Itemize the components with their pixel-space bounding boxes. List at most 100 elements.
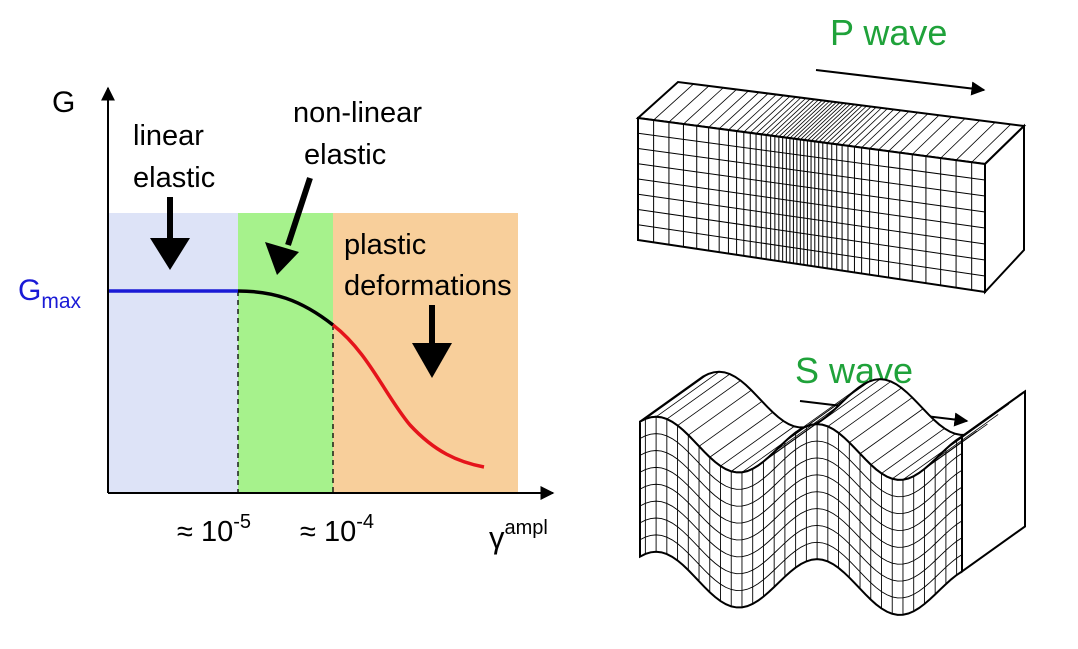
p-grid-horizontal — [637, 193, 986, 245]
linear-label-line-2: elastic — [133, 162, 215, 194]
s-grid-horizontal — [639, 466, 963, 531]
s-grid-top — [655, 371, 720, 418]
s-grid-top — [731, 426, 795, 472]
p-grid-top — [796, 101, 837, 140]
p-grid-horizontal — [637, 148, 986, 197]
p-grid-top — [911, 116, 952, 155]
p-grid-top — [770, 98, 811, 136]
s-grid-top — [666, 373, 731, 420]
tick-1e-4-base: ≈ 10 — [300, 516, 356, 548]
nonlinear-elastic-label: non-linear elastic — [293, 97, 430, 171]
p-grid-top — [807, 103, 848, 141]
p-grid-top — [841, 107, 882, 146]
p-grid-top — [822, 105, 863, 143]
p-grid-top — [683, 87, 724, 125]
s-grid-top — [881, 428, 945, 474]
p-wave-grid — [637, 83, 1011, 291]
p-grid-horizontal — [637, 209, 986, 261]
y-axis-label: G — [52, 86, 75, 119]
p-grid-top — [814, 104, 855, 142]
linear-label-line-1: linear — [133, 120, 204, 152]
p-grid-top — [774, 99, 815, 137]
s-grid-top — [892, 433, 956, 480]
nonlinear-pointer-arrow — [265, 177, 313, 275]
p-grid-top — [925, 118, 966, 157]
p-grid-top — [869, 111, 910, 149]
plastic-deformations-label: plastic deformations — [344, 229, 512, 302]
p-grid-top — [940, 120, 981, 159]
s-grid-top — [849, 397, 913, 443]
p-grid-top — [778, 99, 819, 137]
gmax-sub: max — [41, 290, 81, 313]
s-grid-horizontal — [639, 534, 963, 599]
s-grid-horizontal — [639, 483, 963, 548]
linear-pointer-arrow — [150, 197, 190, 270]
p-grid-top — [831, 106, 872, 144]
p-grid-top — [765, 97, 807, 136]
p-grid-top — [878, 112, 919, 151]
p-grid-top — [696, 89, 737, 127]
p-grid-top — [718, 91, 760, 130]
plastic-label-line-2: deformations — [344, 270, 512, 302]
p-grid-top — [955, 122, 996, 161]
p-grid-top — [755, 96, 796, 134]
modulus-graph: G Gmax linear elastic non-linear elastic… — [18, 86, 555, 555]
gmax-label: Gmax — [18, 274, 82, 313]
p-grid-top — [899, 114, 940, 153]
s-grid-top — [698, 401, 763, 447]
p-grid-top — [847, 108, 888, 147]
p-grid-top — [836, 106, 877, 145]
p-grid-top — [789, 100, 830, 139]
s-wave-end-face — [961, 389, 1026, 574]
s-grid-horizontal — [639, 517, 963, 582]
x-axis-label-sup: ampl — [505, 517, 548, 539]
gmax-main: G — [18, 274, 41, 307]
p-grid-top — [800, 102, 841, 140]
s-grid-horizontal — [639, 500, 963, 565]
s-grid-top — [956, 394, 1020, 441]
p-grid-top — [861, 110, 902, 148]
linear-elastic-label: linear elastic — [133, 120, 215, 194]
p-grid-top — [708, 90, 749, 128]
tick-1e-4-exp: -4 — [356, 511, 374, 533]
tick-label-1e-5: ≈ 10-5 — [177, 511, 251, 548]
nonlinear-curve — [237, 289, 335, 327]
s-grid-top — [806, 381, 870, 427]
p-wave-title: P wave — [830, 12, 947, 53]
p-grid-top — [736, 94, 777, 132]
p-grid-horizontal — [637, 178, 986, 229]
s-grid-top — [709, 411, 773, 458]
p-wave-direction-arrow — [815, 69, 986, 96]
s-grid-top — [827, 381, 892, 427]
p-grid-top — [826, 105, 867, 144]
s-grid-horizontal — [639, 450, 963, 515]
p-grid-top — [854, 109, 895, 147]
x-axis-label-main: γ — [489, 520, 505, 555]
plastic-pointer-arrow — [412, 305, 452, 378]
p-grid-horizontal — [637, 224, 986, 277]
s-grid-top — [870, 419, 934, 465]
p-grid-top — [743, 95, 784, 133]
p-grid-top — [668, 85, 710, 123]
s-grid-top — [838, 387, 902, 434]
p-grid-top — [786, 100, 827, 138]
p-grid-top — [888, 113, 929, 152]
plastic-label-line-1: plastic — [344, 229, 426, 261]
p-grid-top — [728, 93, 769, 131]
p-grid-top — [793, 101, 834, 139]
s-grid-top — [677, 380, 741, 426]
s-grid-top — [816, 378, 881, 425]
tick-1e-5-exp: -5 — [233, 511, 251, 533]
s-grid-top — [859, 408, 924, 455]
p-grid-horizontal — [637, 163, 986, 213]
p-grid-top — [761, 97, 802, 135]
plastic-curve — [331, 323, 485, 469]
p-grid-top — [818, 104, 859, 143]
s-grid-top — [688, 389, 752, 436]
tick-label-1e-4: ≈ 10-4 — [300, 511, 374, 548]
p-grid-top — [810, 103, 851, 142]
nonlinear-label-line-1: non-linear — [293, 97, 422, 129]
p-grid-top — [749, 95, 791, 134]
s-grid-top — [720, 420, 784, 467]
